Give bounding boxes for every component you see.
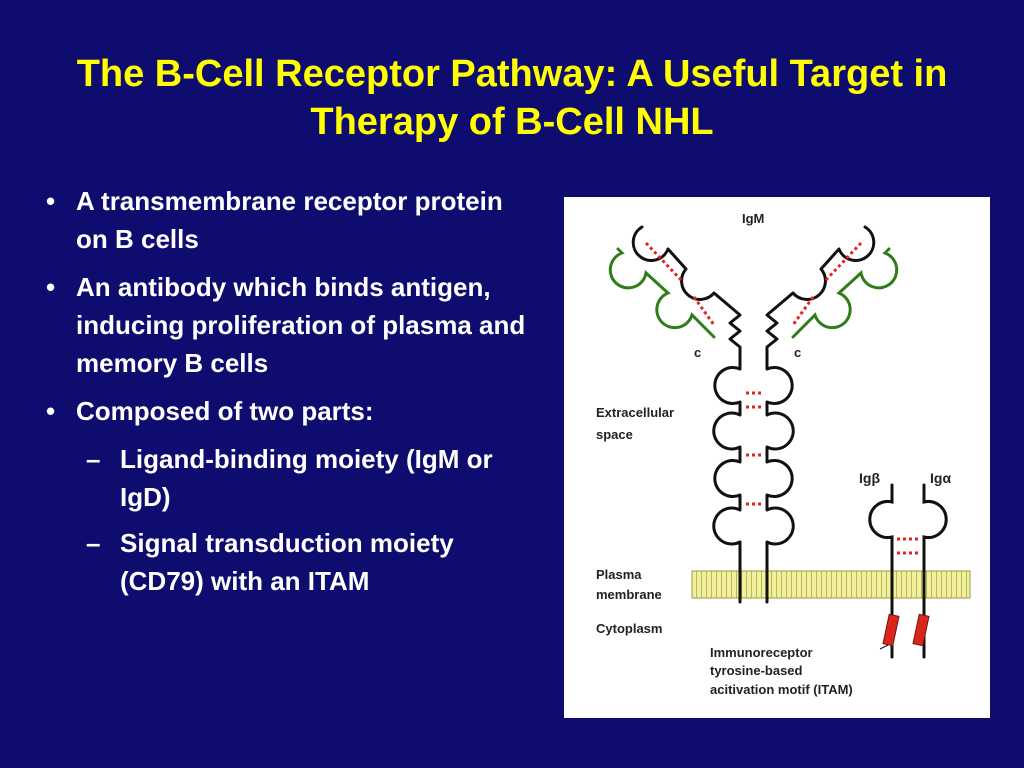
bullet-list: • A transmembrane receptor protein on B … (30, 182, 540, 608)
igm-label: IgM (742, 211, 764, 226)
itam-pointer (879, 644, 889, 650)
sub-bullet-item: – Ligand-binding moiety (IgM or IgD) (30, 440, 540, 516)
ig-alpha-label: Igα (930, 470, 951, 486)
ig-beta-chain (868, 483, 894, 659)
disulfide-bond (823, 241, 863, 283)
ig-alpha-chain (922, 483, 948, 659)
plasma-membrane (691, 570, 971, 599)
itam-label-line1: Immunoreceptor (710, 645, 813, 660)
bullet-item: • A transmembrane receptor protein on B … (30, 182, 540, 258)
extracellular-label-line1: Extracellular (596, 405, 674, 420)
itam-label-line2: tyrosine-based (710, 663, 803, 678)
plasma-label-line2: membrane (596, 587, 662, 602)
light-chain-right (791, 247, 899, 339)
bullet-marker: • (46, 186, 56, 216)
bcr-diagram-svg: IgM c c Extracellular space Igβ Igα Plas… (596, 211, 971, 697)
sub-bullet-text: Signal transduction moiety (CD79) with a… (120, 528, 454, 596)
itam-label-line3: acitivation motif (ITAM) (710, 682, 853, 697)
sub-bullet-marker: – (86, 444, 101, 474)
bullet-item: • An antibody which binds antigen, induc… (30, 268, 540, 382)
bullet-item: • Composed of two parts: (30, 392, 540, 430)
light-chain-left (608, 247, 716, 339)
igm-heavy-chain-left (631, 225, 742, 604)
plasma-label-line1: Plasma (596, 567, 642, 582)
bullet-text: An antibody which binds antigen, inducin… (76, 272, 526, 378)
bullet-text: A transmembrane receptor protein on B ce… (76, 186, 503, 254)
igm-heavy-chain-right (765, 225, 876, 604)
c-label-left: c (694, 345, 701, 360)
disulfide-bond (644, 241, 684, 283)
slide-title: The B-Cell Receptor Pathway: A Useful Ta… (76, 53, 948, 143)
bullet-text: Composed of two parts: (76, 396, 374, 426)
sub-bullet-text: Ligand-binding moiety (IgM or IgD) (120, 444, 493, 512)
cytoplasm-label: Cytoplasm (596, 621, 662, 636)
bcr-diagram: IgM c c Extracellular space Igβ Igα Plas… (564, 197, 990, 718)
itam-box-alpha (912, 613, 930, 647)
extracellular-label-line2: space (596, 427, 633, 442)
itam-box-beta (882, 613, 900, 647)
c-label-right: c (794, 345, 801, 360)
sub-bullet-marker: – (86, 528, 101, 558)
ig-beta-label: Igβ (859, 470, 880, 486)
sub-bullet-item: – Signal transduction moiety (CD79) with… (30, 524, 540, 600)
bullet-marker: • (46, 396, 56, 426)
bullet-marker: • (46, 272, 56, 302)
